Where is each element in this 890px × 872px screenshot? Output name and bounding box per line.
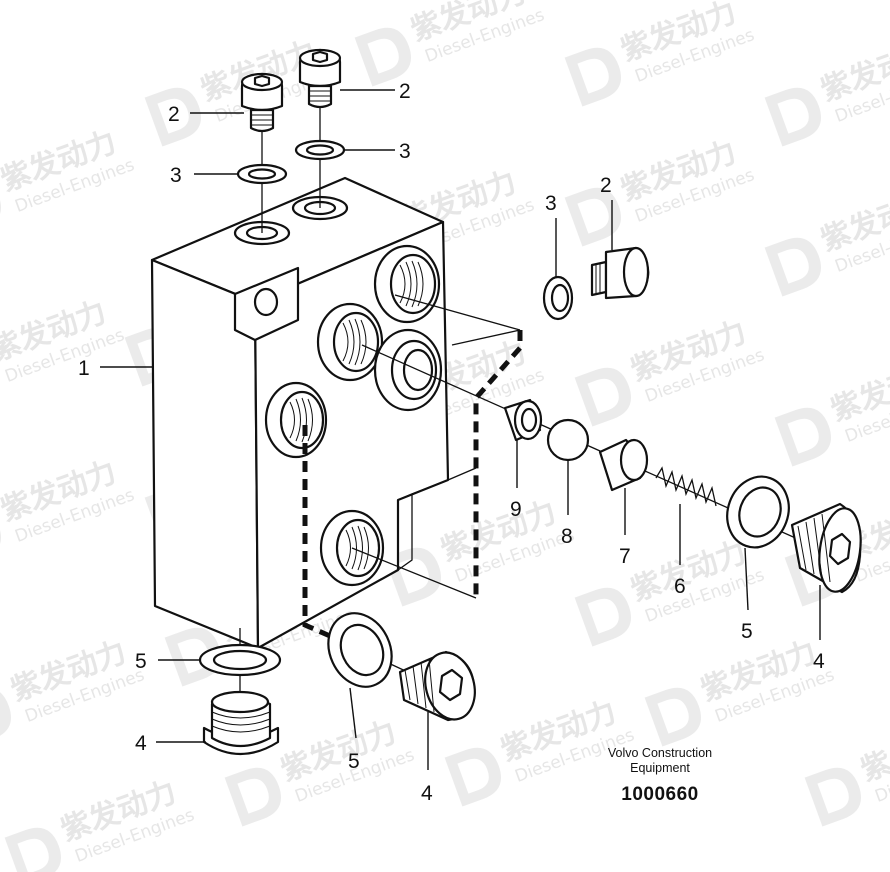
internal-passage-left xyxy=(302,425,332,639)
manufacturer-line-2: Equipment xyxy=(630,761,690,775)
plug-right xyxy=(790,502,862,594)
plug-bottom-left xyxy=(202,690,280,756)
check-ball xyxy=(546,418,590,462)
port-upper-right xyxy=(373,244,441,324)
internal-passage-right xyxy=(473,330,523,598)
callout-6: 6 xyxy=(674,575,686,598)
callout-2-right: 2 xyxy=(600,174,612,197)
port-middle-right xyxy=(373,328,443,412)
callout-4-right: 4 xyxy=(813,650,825,673)
callout-3-top-right: 3 xyxy=(399,140,411,163)
washer-top-right xyxy=(294,139,346,161)
bolt-top-right xyxy=(298,48,342,109)
washer-upper-right xyxy=(542,275,574,321)
callout-4-bottom-left: 4 xyxy=(135,732,147,755)
port-middle-left xyxy=(316,302,384,382)
valve-piston xyxy=(598,438,649,492)
compression-spring xyxy=(655,466,717,507)
callout-8: 8 xyxy=(561,525,573,548)
callout-5-bottom-left: 5 xyxy=(135,650,147,673)
washer-right xyxy=(726,475,790,549)
callout-3-right: 3 xyxy=(545,192,557,215)
washer-top-left xyxy=(236,163,288,185)
callout-7: 7 xyxy=(619,545,631,568)
plug-upper-right xyxy=(590,246,650,300)
callout-4-bottom-middle: 4 xyxy=(421,782,433,805)
callout-2-top-right: 2 xyxy=(399,80,411,103)
callout-2-top-left: 2 xyxy=(168,103,180,126)
diagram-caption: Volvo Construction Equipment 1000660 xyxy=(560,746,760,806)
callout-1: 1 xyxy=(78,357,90,380)
port-front-left xyxy=(264,381,328,459)
callout-5-right: 5 xyxy=(741,620,753,643)
leader-lines xyxy=(100,89,821,770)
svg-text:紫发动力: 紫发动力 xyxy=(856,715,890,789)
plug-bottom-middle xyxy=(398,650,476,722)
callout-labels: 1 2 2 2 3 3 3 4 4 4 5 5 5 6 7 8 9 xyxy=(78,80,825,805)
callout-9: 9 xyxy=(510,498,522,521)
callout-5-bottom-middle: 5 xyxy=(348,750,360,773)
manufacturer-line-1: Volvo Construction xyxy=(607,746,713,760)
valve-block xyxy=(150,176,450,650)
part-number: 1000660 xyxy=(621,784,699,805)
washer-bottom-middle xyxy=(327,612,393,688)
bolt-top-left xyxy=(240,72,284,133)
washer-bottom-left xyxy=(198,643,282,677)
callout-3-top-left: 3 xyxy=(170,164,182,187)
valve-seat xyxy=(503,398,543,442)
